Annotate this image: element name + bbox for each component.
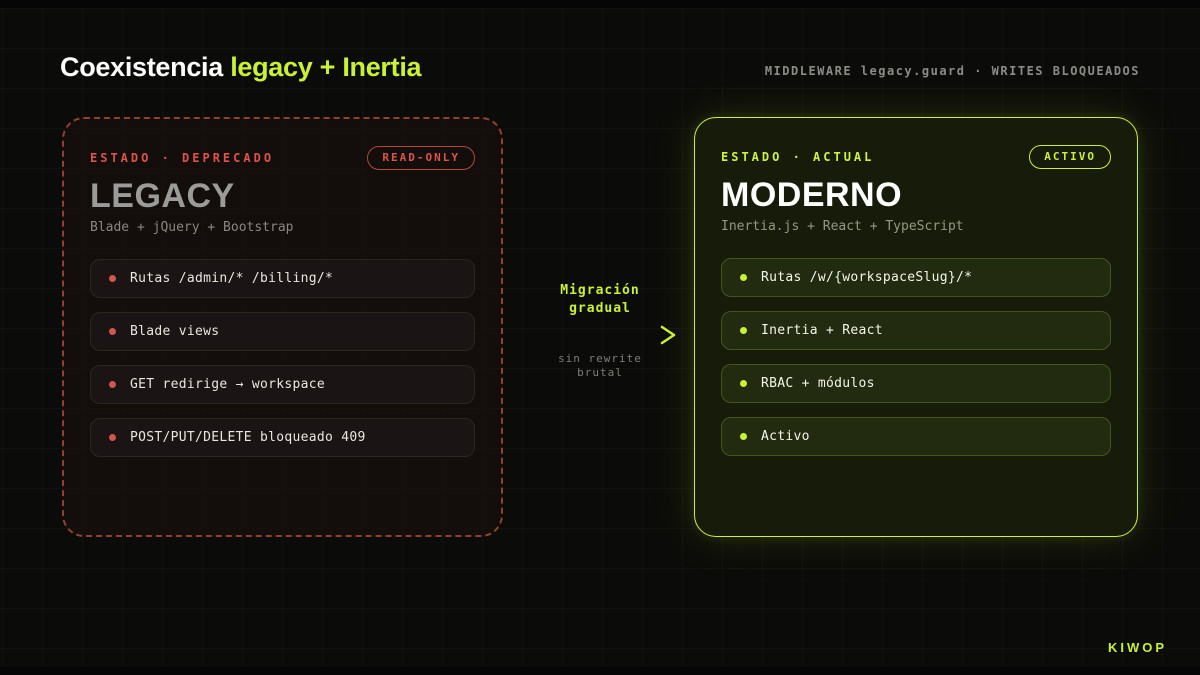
list-item-label: Activo — [761, 429, 810, 445]
list-item: RBAC + módulos — [721, 364, 1111, 404]
page-title-accent: legacy + Inertia — [230, 52, 422, 82]
list-item-label: RBAC + módulos — [761, 376, 875, 392]
list-item-label: GET redirige → workspace — [130, 377, 326, 393]
migration-connector: Migración gradual sin rewrite brutal — [508, 282, 692, 381]
list-item-label: Blade views — [130, 324, 220, 340]
bullet-icon — [109, 381, 116, 389]
list-item: Blade views — [90, 312, 475, 352]
modern-subtitle: Inertia.js + React + TypeScript — [721, 219, 964, 235]
list-item-label: Inertia + React — [761, 323, 883, 339]
modern-eyebrow: ESTADO · ACTUAL — [721, 150, 875, 164]
top-edge-bar — [0, 0, 1200, 8]
modern-title: MODERNO — [721, 176, 903, 214]
bullet-icon — [740, 274, 747, 282]
migration-label-line2: gradual — [569, 300, 631, 316]
bullet-icon — [740, 433, 747, 441]
modern-list: Rutas /w/{workspaceSlug}/* Inertia + Rea… — [721, 258, 1111, 457]
list-item: GET redirige → workspace — [90, 365, 475, 405]
activo-badge: ACTIVO — [1029, 145, 1111, 169]
migration-label: Migración gradual — [560, 282, 639, 317]
list-item: POST/PUT/DELETE bloqueado 409 — [90, 418, 475, 458]
brand-logo: KIWOP — [1107, 640, 1167, 655]
list-item: Rutas /w/{workspaceSlug}/* — [721, 258, 1111, 298]
migration-label-line1: Migración — [560, 283, 640, 298]
bullet-icon — [740, 327, 747, 335]
list-item: Activo — [721, 417, 1111, 457]
bullet-icon — [109, 434, 116, 442]
modern-panel-header: ESTADO · ACTUAL ACTIVO — [721, 145, 1111, 169]
list-item-label: Rutas /w/{workspaceSlug}/* — [761, 270, 973, 286]
legacy-list: Rutas /admin/* /billing/* Blade views GE… — [90, 259, 475, 458]
bullet-icon — [109, 275, 116, 283]
list-item-label: POST/PUT/DELETE bloqueado 409 — [130, 430, 366, 446]
bullet-icon — [109, 328, 116, 336]
list-item: Rutas /admin/* /billing/* — [90, 259, 475, 299]
page-title-main: Coexistencia — [60, 52, 231, 82]
bottom-edge-bar — [0, 667, 1200, 675]
bullet-icon — [740, 380, 747, 388]
header-meta: MIDDLEWARE legacy.guard · WRITES BLOQUEA… — [764, 64, 1140, 78]
readonly-badge: READ-ONLY — [367, 146, 475, 170]
list-item: Inertia + React — [721, 311, 1111, 351]
page-title: Coexistencia legacy + Inertia — [60, 52, 422, 82]
migration-note: sin rewrite brutal — [558, 352, 642, 381]
modern-panel: ESTADO · ACTUAL ACTIVO MODERNO Inertia.j… — [694, 117, 1138, 537]
list-item-label: Rutas /admin/* /billing/* — [130, 271, 334, 287]
legacy-title: LEGACY — [90, 177, 235, 215]
legacy-panel: ESTADO · DEPRECADO READ-ONLY LEGACY Blad… — [62, 117, 503, 537]
legacy-subtitle: Blade + jQuery + Bootstrap — [90, 220, 294, 236]
legacy-eyebrow: ESTADO · DEPRECADO — [90, 151, 275, 165]
legacy-panel-header: ESTADO · DEPRECADO READ-ONLY — [90, 146, 475, 170]
migration-note-line2: brutal — [577, 366, 623, 380]
migration-arrow-icon — [518, 325, 676, 345]
migration-note-line1: sin rewrite — [558, 352, 642, 366]
